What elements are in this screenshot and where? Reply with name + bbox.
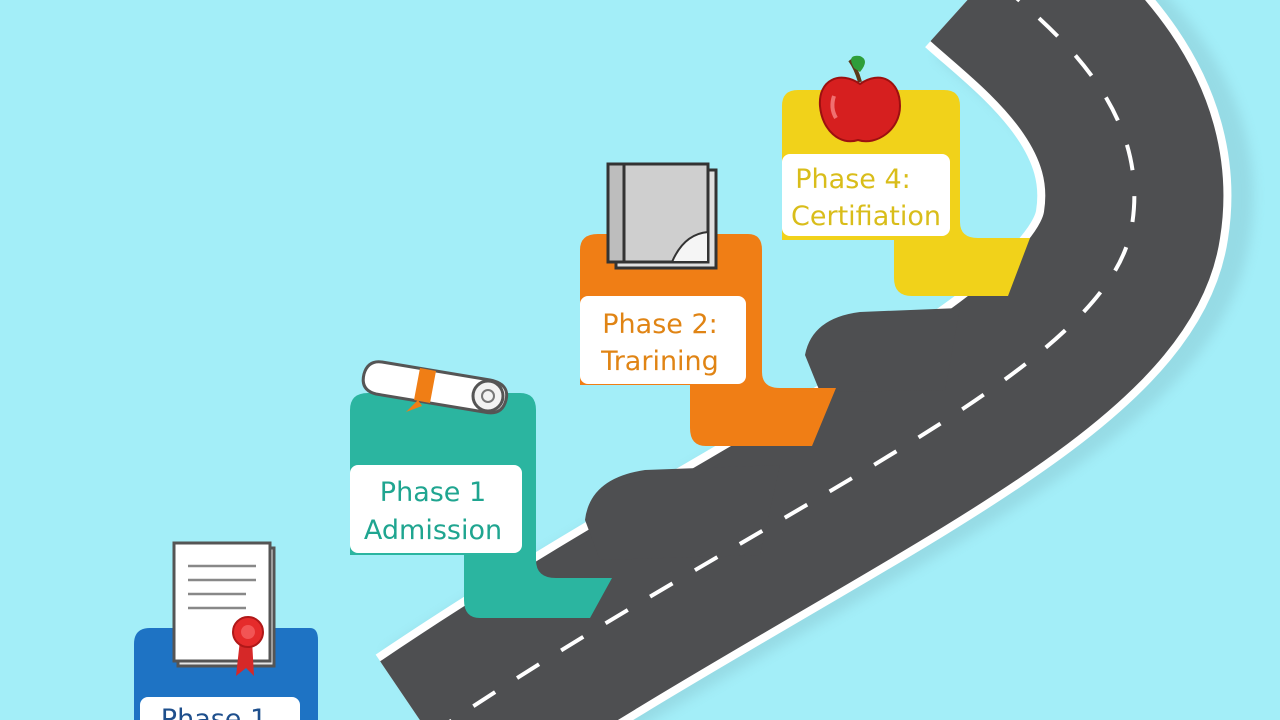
phase-label-0-line1: Phase 1 bbox=[161, 704, 267, 720]
certificate-icon bbox=[172, 541, 276, 676]
phase-label-3-line1: Phase 4: bbox=[795, 164, 910, 195]
apple-icon bbox=[818, 55, 902, 143]
phase-label-box-1 bbox=[350, 465, 522, 553]
phase-label-box-2 bbox=[580, 296, 746, 384]
phase-card-2: Phase 2: Trarining bbox=[580, 162, 836, 446]
phase-card-1: Phase 1 Admission bbox=[350, 360, 612, 618]
road-lane-dashes bbox=[448, 0, 1137, 720]
diploma-scroll-icon bbox=[361, 360, 509, 415]
phase-label-box-3 bbox=[782, 154, 950, 236]
book-icon bbox=[606, 162, 718, 270]
phase-label-3-line2: Certifiation bbox=[791, 201, 941, 232]
road bbox=[375, 0, 1254, 720]
phase-label-2-line1: Phase 2: bbox=[602, 309, 717, 340]
phase-label-box-0 bbox=[140, 697, 300, 720]
road-tab-1 bbox=[585, 465, 780, 560]
phase-label-1-line1: Phase 1 bbox=[380, 477, 486, 508]
phase-label-2-line2: Trarining bbox=[600, 346, 719, 377]
phase-card-3: Phase 4: Certifiation bbox=[782, 55, 1030, 296]
phase-card-0: Phase 1 bbox=[134, 541, 318, 720]
phase-label-1-line2: Admission bbox=[364, 515, 502, 546]
road-tab-2 bbox=[805, 308, 960, 392]
